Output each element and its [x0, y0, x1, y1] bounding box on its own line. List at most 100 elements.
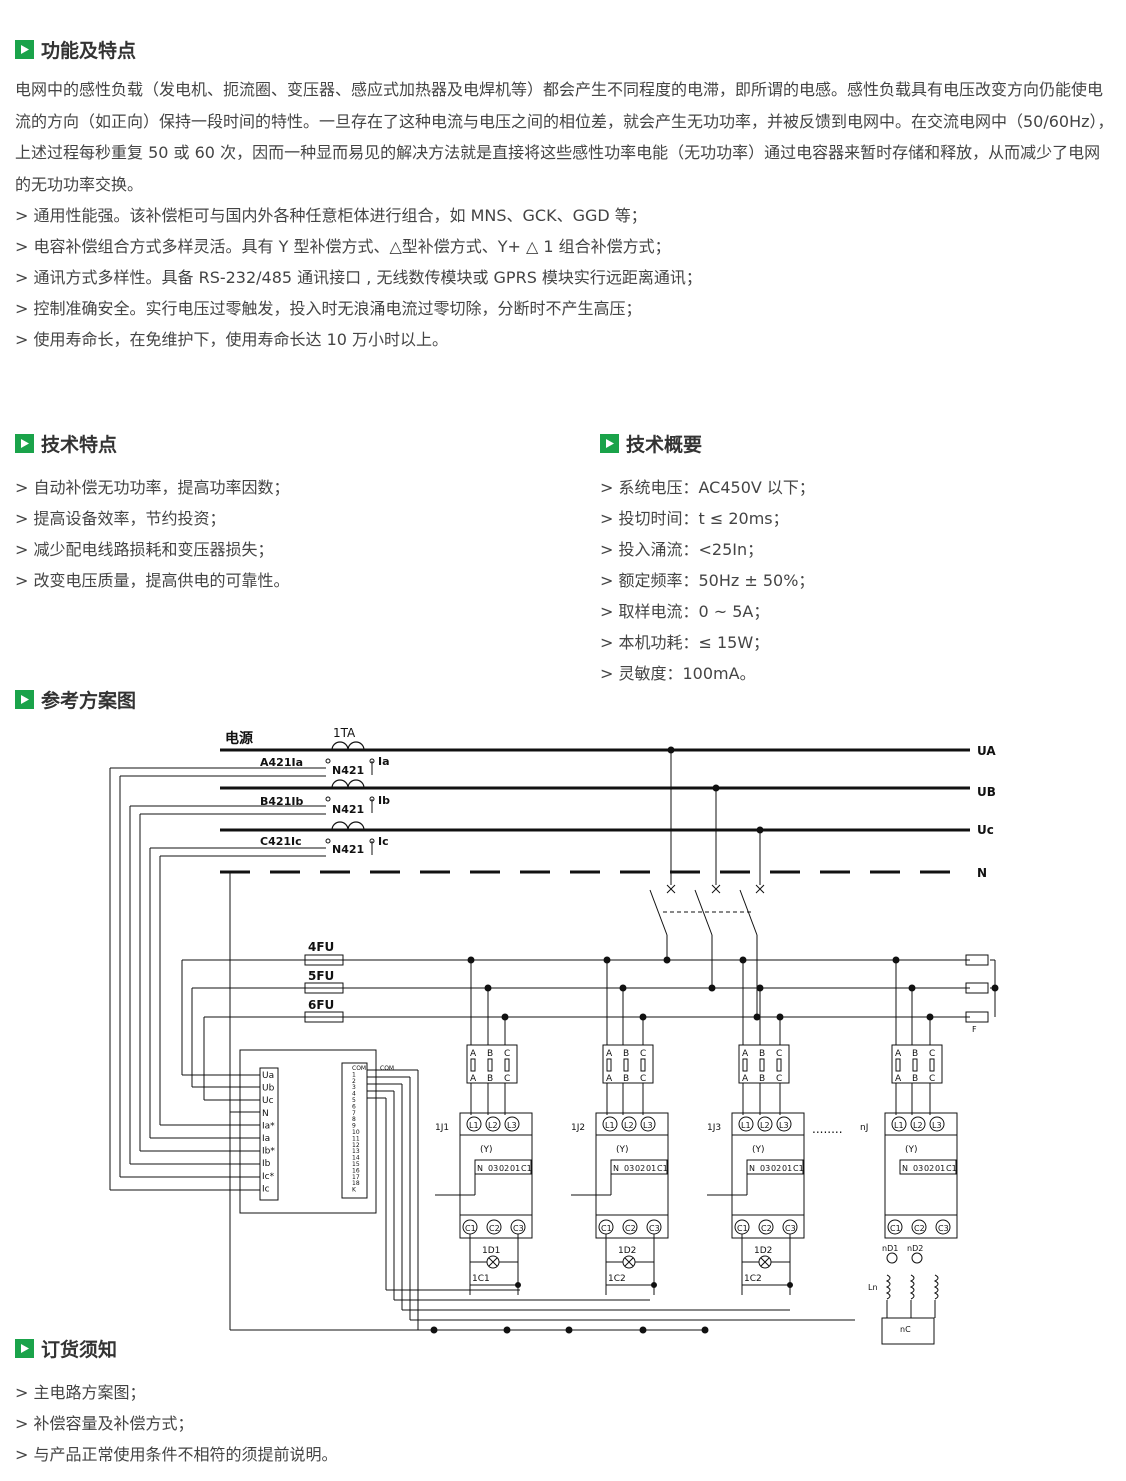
terminal-label: L3 [932, 1121, 942, 1130]
list-item: > 与产品正常使用条件不相符的须提前说明。 [15, 1445, 338, 1464]
unit-mode-label: (Y) [752, 1145, 765, 1155]
terminal-label: N [477, 1164, 483, 1173]
junction-dot [639, 1013, 647, 1021]
terminal-label: C1 [946, 1164, 957, 1173]
list-item: > 灵敏度：100mA。 [600, 664, 756, 683]
phase-label: C421Ic [260, 835, 302, 848]
section-title-tech-features: 技术特点 [15, 430, 117, 457]
terminal-label: C1 [793, 1164, 804, 1173]
controller-input-label: Uc [262, 1096, 274, 1106]
section-title-reference-scheme: 参考方案图 [15, 686, 136, 713]
controller-output-label: 18 [352, 1180, 360, 1187]
list-item: > 提高设备效率，节约投资； [15, 509, 226, 528]
switch-unit-top [459, 1112, 533, 1136]
controller-input-label: Ic [262, 1184, 270, 1194]
list-item: > 使用寿命长，在免维护下，使用寿命长达 10 万小时以上。 [15, 330, 449, 349]
fuse-block-label: A [470, 1049, 477, 1059]
fuse-block-label: B [487, 1049, 493, 1059]
terminal-label: 02 [771, 1164, 781, 1173]
controller-output-label: COM [352, 1065, 366, 1072]
fuse-block-label: B [759, 1049, 765, 1059]
fuse-block-label: C [504, 1074, 510, 1084]
capacitor-label: nC [900, 1325, 911, 1334]
terminal [466, 1116, 482, 1132]
terminal-label: C2 [625, 1224, 636, 1233]
fuse-block-label: B [623, 1049, 629, 1059]
fuse-label: 5FU [308, 969, 334, 983]
terminal-label: C3 [938, 1224, 949, 1233]
fuse-block [738, 1044, 790, 1084]
fuse-block-label: A [895, 1074, 902, 1084]
fuse-element [776, 1058, 782, 1072]
inductor [909, 1274, 915, 1300]
controller-output-label: 12 [352, 1142, 360, 1149]
junction-dot [776, 1013, 784, 1021]
capacitor-label: 1C2 [744, 1274, 762, 1284]
fuse-block [602, 1044, 654, 1084]
junction-dot [739, 956, 747, 964]
controller-input-label: N [262, 1109, 269, 1119]
lamp-label: 1D1 [482, 1246, 500, 1256]
capacitor-label: 1C2 [608, 1274, 626, 1284]
switch-unit [731, 1112, 805, 1239]
controller-output-label: 8 [352, 1116, 356, 1123]
lamp-label: 1D2 [754, 1246, 772, 1256]
terminal-label: C1 [737, 1224, 748, 1233]
pe-label: F [972, 1025, 977, 1034]
terminal [776, 1116, 792, 1132]
terminal [640, 1116, 656, 1132]
switch-unit-label: 1J3 [707, 1123, 721, 1133]
list-item: > 自动补偿无功功率，提高功率因数； [15, 478, 290, 497]
terminal [738, 1116, 754, 1132]
junction-dot [787, 1282, 793, 1288]
switch-unit [459, 1112, 533, 1239]
lamp-label: nD2 [907, 1244, 923, 1253]
switch-unit-top [595, 1112, 669, 1136]
terminal-label: 02 [924, 1164, 934, 1173]
terminal-label: 03 [488, 1164, 498, 1173]
terminal-label: N [749, 1164, 755, 1173]
lamp [911, 1252, 923, 1264]
terminal-label: 01 [510, 1164, 520, 1173]
inductor-label: Ln [868, 1283, 878, 1292]
section-title-text: 功能及特点 [41, 40, 137, 62]
fuse-block-label: B [759, 1074, 765, 1084]
list-item: > 改变电压质量，提高供电的可靠性。 [15, 571, 290, 590]
switch-unit-label: 1J2 [571, 1123, 585, 1133]
terminal-label: L3 [779, 1121, 789, 1130]
terminal-label: L3 [643, 1121, 653, 1130]
controller-input-label: Ib* [262, 1147, 275, 1157]
list-item: > 通讯方式多样性。具备 RS-232/485 通讯接口 , 无线数传模块或 G… [15, 268, 702, 287]
controller-input-label: Ua [262, 1071, 274, 1081]
ct-label: 1TA [333, 726, 356, 740]
section-title-text: 参考方案图 [41, 690, 137, 712]
switch-unit [884, 1112, 958, 1239]
terminal-label: C1 [521, 1164, 532, 1173]
fuse-block-label: C [776, 1074, 782, 1084]
terminal-label: C1 [657, 1164, 668, 1173]
inductor [933, 1274, 939, 1300]
neutral-label: N421 [332, 803, 364, 816]
play-arrow-icon [15, 1339, 34, 1358]
bus-label: UA [977, 744, 996, 758]
capacitor-bank [881, 1317, 935, 1345]
terminal [504, 1116, 520, 1132]
terminal-label: C1 [465, 1224, 476, 1233]
junction-dot [756, 984, 764, 992]
terminal-label: L2 [488, 1121, 498, 1130]
list-item: > 系统电压：AC450V 以下； [600, 478, 815, 497]
terminal-strip [474, 1159, 532, 1175]
terminal [758, 1219, 774, 1235]
terminal [621, 1116, 637, 1132]
ct-out-label: Ib [378, 794, 390, 807]
terminal-label: C3 [785, 1224, 796, 1233]
fuse-block-label: B [487, 1074, 493, 1084]
list-item: > 减少配电线路损耗和变压器损失； [15, 540, 274, 559]
inductor [885, 1274, 891, 1300]
unit-mode-label: (Y) [905, 1145, 918, 1155]
controller-output-label: 16 [352, 1167, 360, 1174]
controller-output-label: 1 [352, 1071, 356, 1078]
terminal-label: 03 [913, 1164, 923, 1173]
lamp [886, 1252, 898, 1264]
terminal-label: 03 [760, 1164, 770, 1173]
